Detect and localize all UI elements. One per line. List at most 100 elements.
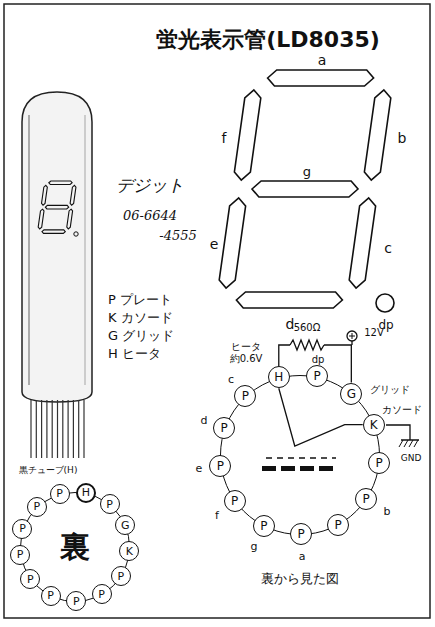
pin: K <box>119 541 139 561</box>
pin: G <box>115 515 135 535</box>
handwritten-note: 06-6644 <box>123 209 177 224</box>
pin-label: グリッド <box>370 384 410 396</box>
segment-label: a <box>318 52 327 68</box>
grid-symbol <box>300 466 314 471</box>
pin-letter: P <box>98 589 105 600</box>
segment-outline <box>67 209 73 229</box>
pin-label: e <box>196 463 203 476</box>
pin-letter: P <box>297 528 304 540</box>
pin: P <box>111 566 131 586</box>
tube-dp <box>74 232 78 236</box>
pin: P <box>327 514 349 536</box>
supply-terminal <box>347 331 357 341</box>
pin-letter: P <box>334 519 341 531</box>
pin: P <box>27 497 47 517</box>
pin-letter: P <box>117 571 124 582</box>
pin: P <box>224 490 246 512</box>
segment-outline <box>38 209 44 229</box>
tube-leads <box>31 400 84 458</box>
segment-label: b <box>398 130 407 146</box>
tube-lead <box>52 400 53 458</box>
pin: P <box>213 417 235 439</box>
pin-letter: P <box>73 596 80 607</box>
pin-letter: P <box>19 523 26 534</box>
pin-label: g <box>251 541 258 554</box>
grid-symbol <box>262 466 276 471</box>
wire <box>279 388 363 446</box>
grid-symbol <box>319 466 333 471</box>
pin-letter: P <box>221 422 228 434</box>
ground-symbol <box>414 440 418 447</box>
segment-outline <box>70 185 76 205</box>
pin-letter: G <box>347 388 356 400</box>
pin-letter: K <box>126 546 133 557</box>
segment-label: c <box>384 240 392 256</box>
pin: K <box>363 414 385 436</box>
pin-letter: P <box>17 549 24 560</box>
digit-segments <box>215 70 394 308</box>
digit-segments <box>37 181 76 233</box>
pin: P <box>50 484 70 504</box>
resistor-symbol <box>290 338 324 352</box>
pin-letter: P <box>217 460 224 472</box>
seven-segment-digit <box>215 70 394 308</box>
segment-outline <box>42 230 66 234</box>
tube-lead <box>57 400 58 458</box>
card-frame <box>4 4 430 618</box>
title: 蛍光表示管(LD8035) <box>156 27 380 52</box>
pin-letter: P <box>260 520 267 532</box>
tube-illustration <box>22 92 92 458</box>
tube-lead <box>67 400 68 458</box>
pin-circle: 裏HPGKPPPPPPPPP <box>20 492 130 602</box>
pin: P <box>234 385 256 407</box>
pin-label: f <box>215 510 219 523</box>
segment-outline <box>233 90 262 180</box>
tube-bulb <box>22 92 92 402</box>
supply-terminal <box>347 331 357 345</box>
pin: P <box>66 591 86 611</box>
tube-lead <box>36 400 37 458</box>
segment-outline <box>363 90 392 180</box>
pin-label: a <box>299 551 306 564</box>
pin-label: カソード <box>382 404 422 416</box>
resistor-symbol <box>290 340 324 350</box>
voltage-label: 12V <box>364 327 384 339</box>
ground-symbol <box>409 440 413 447</box>
pin-letter: P <box>27 574 34 585</box>
pin-letter: P <box>242 390 249 402</box>
segment-label: d <box>286 316 295 332</box>
legend-text: G グリッド <box>108 329 174 344</box>
pin-letter: P <box>231 495 238 507</box>
tube-lead <box>78 400 79 458</box>
glass-highlight <box>84 115 86 385</box>
pin: P <box>290 523 312 545</box>
pin-label: d <box>201 415 208 428</box>
tube-digit <box>37 181 76 233</box>
ground-symbol <box>401 439 419 441</box>
pin: H <box>268 366 290 388</box>
pin-letter: H <box>274 371 283 383</box>
segment-outline <box>235 292 343 308</box>
segment-outline <box>348 198 377 288</box>
tube-lead <box>41 400 42 458</box>
segment-outline <box>218 198 247 288</box>
legend-text: H ヒータ <box>108 347 161 362</box>
ground-label: GND <box>401 453 422 463</box>
pin-note: 黒チューブ(H) <box>19 465 78 475</box>
segment-outline <box>41 185 47 205</box>
pin-circle: 裏から見た図HPGKPPPPPPPPP <box>220 375 380 535</box>
segment-outline <box>45 205 69 209</box>
pin-letter: H <box>82 487 90 498</box>
pin-label: dp <box>312 354 325 366</box>
pin-letter: P <box>106 499 113 510</box>
pin: H <box>76 483 96 503</box>
tube-lead <box>73 400 74 458</box>
pin-letter: P <box>56 488 63 499</box>
ground-symbol <box>386 425 410 440</box>
ground-symbol <box>386 425 419 447</box>
pin-letter: G <box>121 520 130 531</box>
pin: P <box>355 488 377 510</box>
segment-outline <box>49 181 73 185</box>
